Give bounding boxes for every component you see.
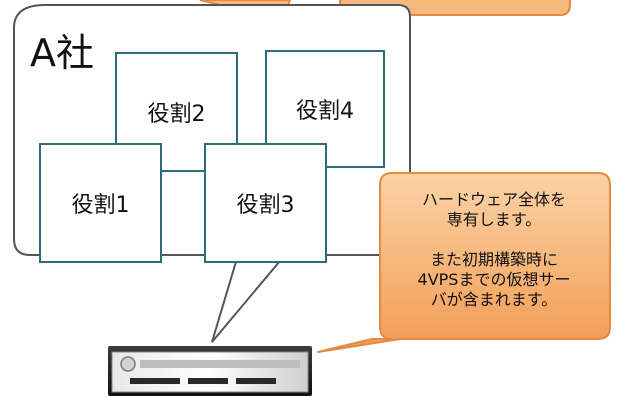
callout-box	[317, 172, 611, 353]
callout-line-6: バが含まれます。	[430, 290, 558, 309]
role-box-1: 役割1	[39, 143, 162, 263]
role-box-3: 役割3	[204, 143, 327, 263]
callout-line-1: ハードウェア全体を	[421, 190, 566, 209]
callout-line-4: また初期構築時に	[429, 250, 558, 269]
callout-line-5: 4VPSまでの仮想サー	[417, 270, 571, 289]
callout-line-2: 専有します。	[446, 210, 542, 229]
server-icon	[108, 346, 312, 396]
company-label: A社	[30, 31, 94, 75]
callout-text: ハードウェア全体を 専有します。 また初期構築時に 4VPSまでの仮想サー バが…	[386, 190, 602, 310]
callout-line-3	[386, 230, 602, 250]
